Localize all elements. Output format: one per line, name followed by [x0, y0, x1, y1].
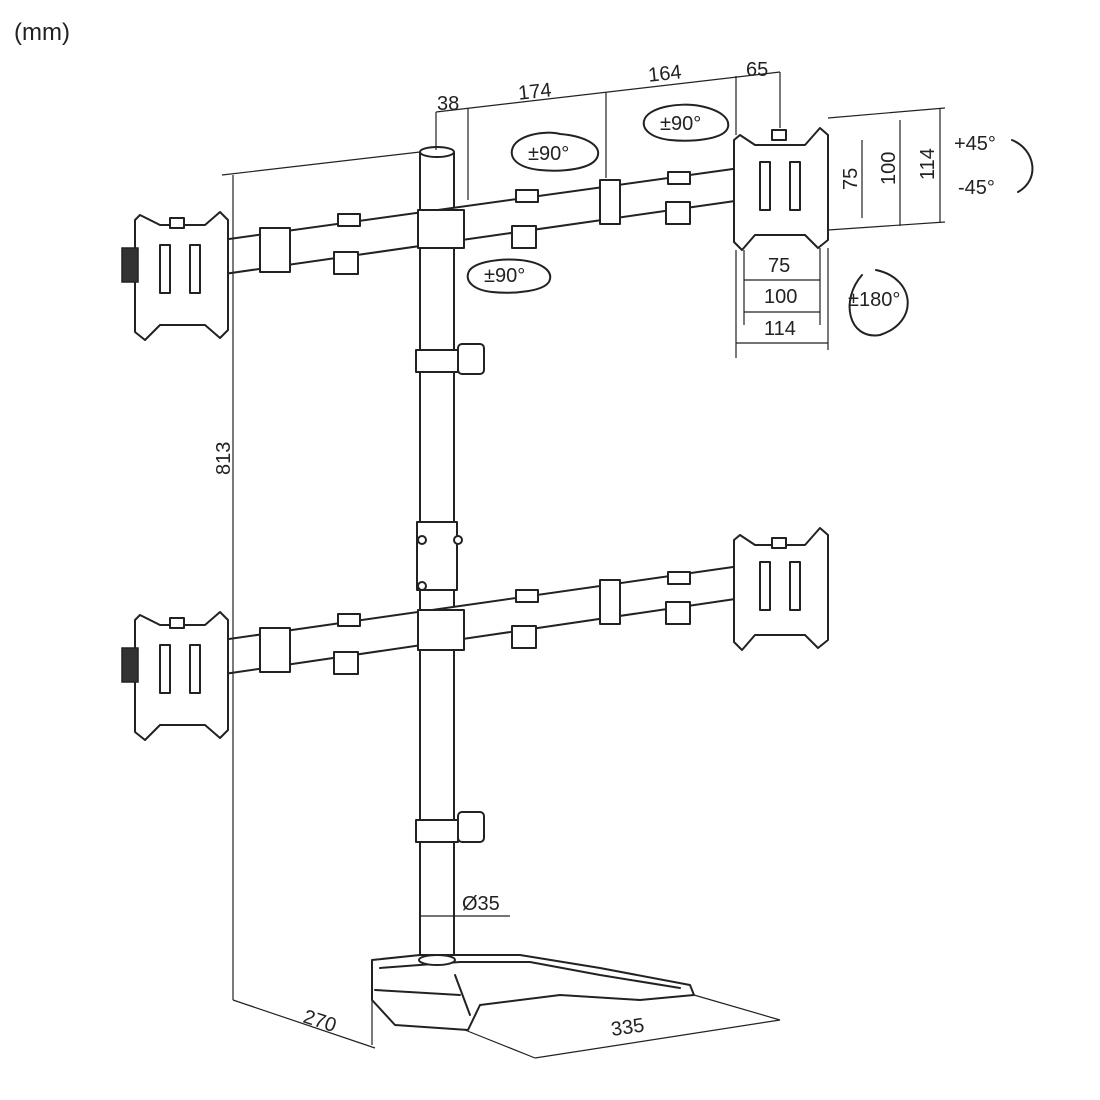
dim-38: 38	[437, 93, 459, 115]
lower-arm	[221, 565, 743, 675]
vesa-v-100: 100	[878, 152, 900, 185]
dim-174: 174	[517, 79, 552, 104]
dim-164: 164	[647, 61, 682, 86]
cable-clip-upper	[415, 343, 485, 375]
base-depth-270: 270	[300, 1006, 339, 1037]
vesa-v-114: 114	[917, 148, 939, 180]
tilt-down-label: -45°	[958, 177, 995, 199]
upper-arm	[221, 167, 743, 275]
dimension-lines	[221, 71, 946, 1059]
rotate-label: ±180°	[848, 289, 900, 311]
rotation-arcs	[466, 103, 1034, 337]
vesa-h-114: 114	[764, 318, 796, 340]
pole	[415, 146, 485, 973]
dim-65: 65	[746, 59, 768, 81]
tilt-up-label: +45°	[954, 133, 996, 155]
vesa-plate-top-right	[733, 127, 829, 251]
vesa-h-100: 100	[764, 286, 797, 308]
swivel-mid-label: ±90°	[660, 113, 701, 135]
vesa-v-75: 75	[840, 168, 862, 190]
vesa-plate-bottom-left	[121, 611, 229, 741]
vesa-plate-bottom-right	[733, 527, 829, 651]
height-813: 813	[213, 442, 235, 475]
pole-diameter: Ø35	[462, 893, 500, 915]
pole-coupler	[416, 521, 458, 591]
unit-label: (mm)	[14, 19, 70, 46]
swivel-top-label: ±90°	[528, 143, 569, 165]
vesa-h-75: 75	[768, 255, 790, 277]
swivel-low-label: ±90°	[484, 265, 525, 287]
cable-clip-lower	[415, 811, 485, 843]
vesa-plate-top-left	[121, 211, 229, 341]
base-width-335: 335	[610, 1015, 646, 1041]
base	[371, 954, 695, 1031]
